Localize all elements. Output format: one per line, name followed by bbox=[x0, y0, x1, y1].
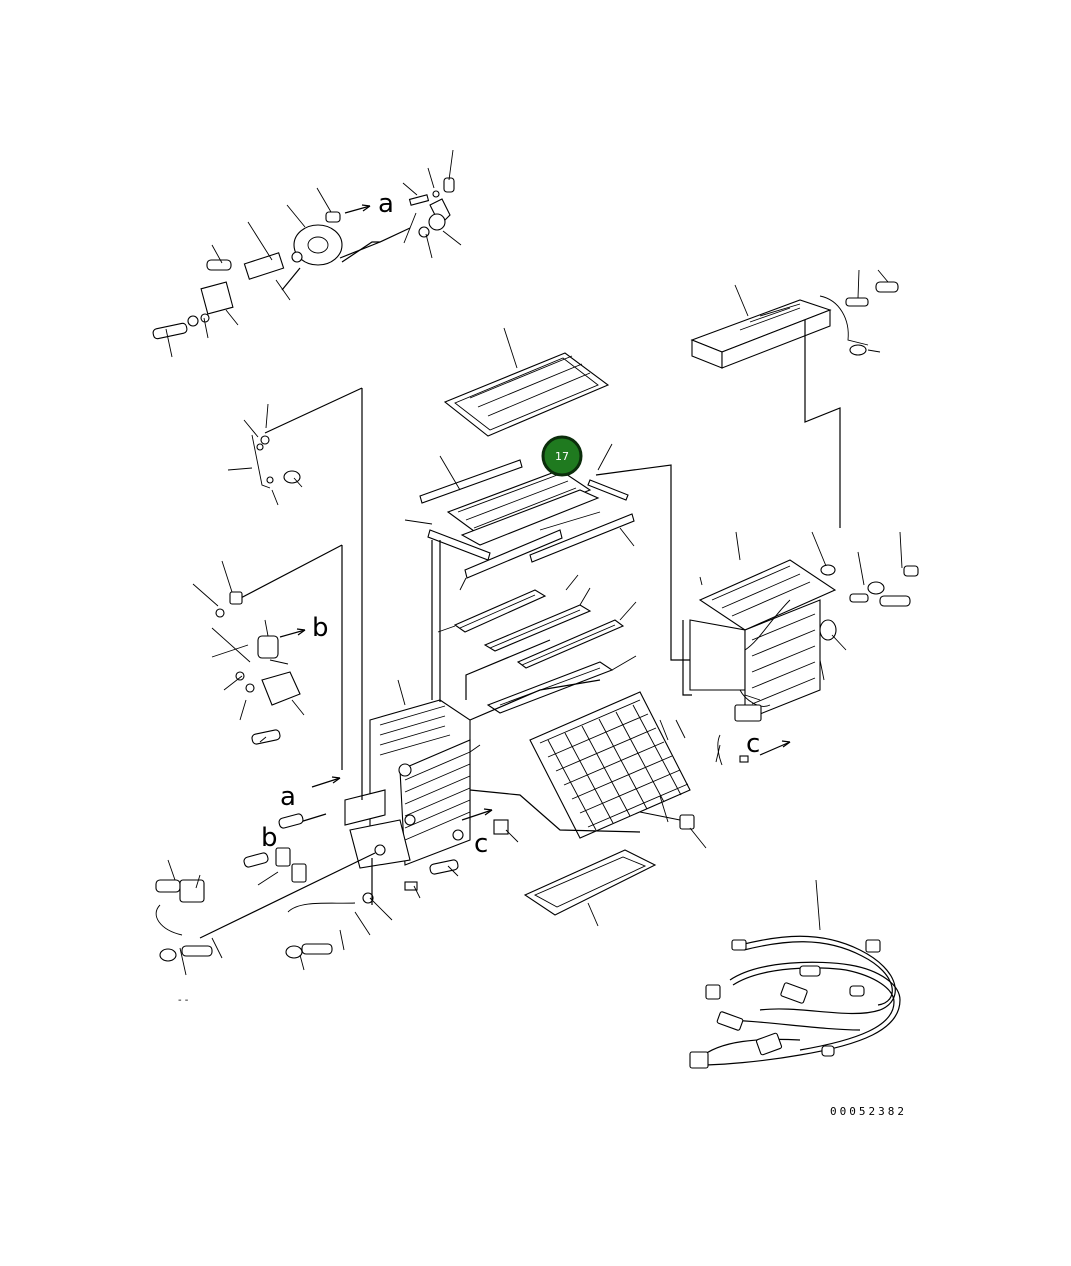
connection-letter-a-lower: a bbox=[280, 782, 296, 812]
seal-gasket bbox=[523, 849, 657, 927]
left-linkage-assembly: b bbox=[192, 403, 329, 745]
filter-layer-stack bbox=[404, 443, 672, 591]
air-filter-frame bbox=[443, 327, 610, 437]
hvac-main-case bbox=[234, 387, 481, 869]
wiring-harness bbox=[689, 879, 901, 1069]
connection-letter-b-upper: b bbox=[312, 613, 329, 643]
connection-letter-c-left: c bbox=[474, 829, 488, 859]
heater-housing-right: c bbox=[670, 525, 919, 766]
callout-badge-17[interactable]: 17 bbox=[541, 435, 583, 477]
svg-text:- -: - - bbox=[178, 995, 189, 1006]
evaporator-core bbox=[469, 691, 707, 849]
connection-letter-b-lower: b bbox=[261, 823, 278, 853]
connection-letter-a-top: a bbox=[378, 189, 394, 219]
callout-badge-17-label: 17 bbox=[555, 450, 569, 463]
heater-duct-upper-right bbox=[690, 269, 899, 528]
connection-letter-c-right: c bbox=[746, 729, 760, 759]
lower-left-parts: a b c - - bbox=[155, 776, 519, 1006]
damper-actuator-assembly-top: a bbox=[152, 149, 462, 358]
heater-core-rods bbox=[437, 574, 637, 721]
drawing-code: 00052382 bbox=[830, 1105, 907, 1118]
